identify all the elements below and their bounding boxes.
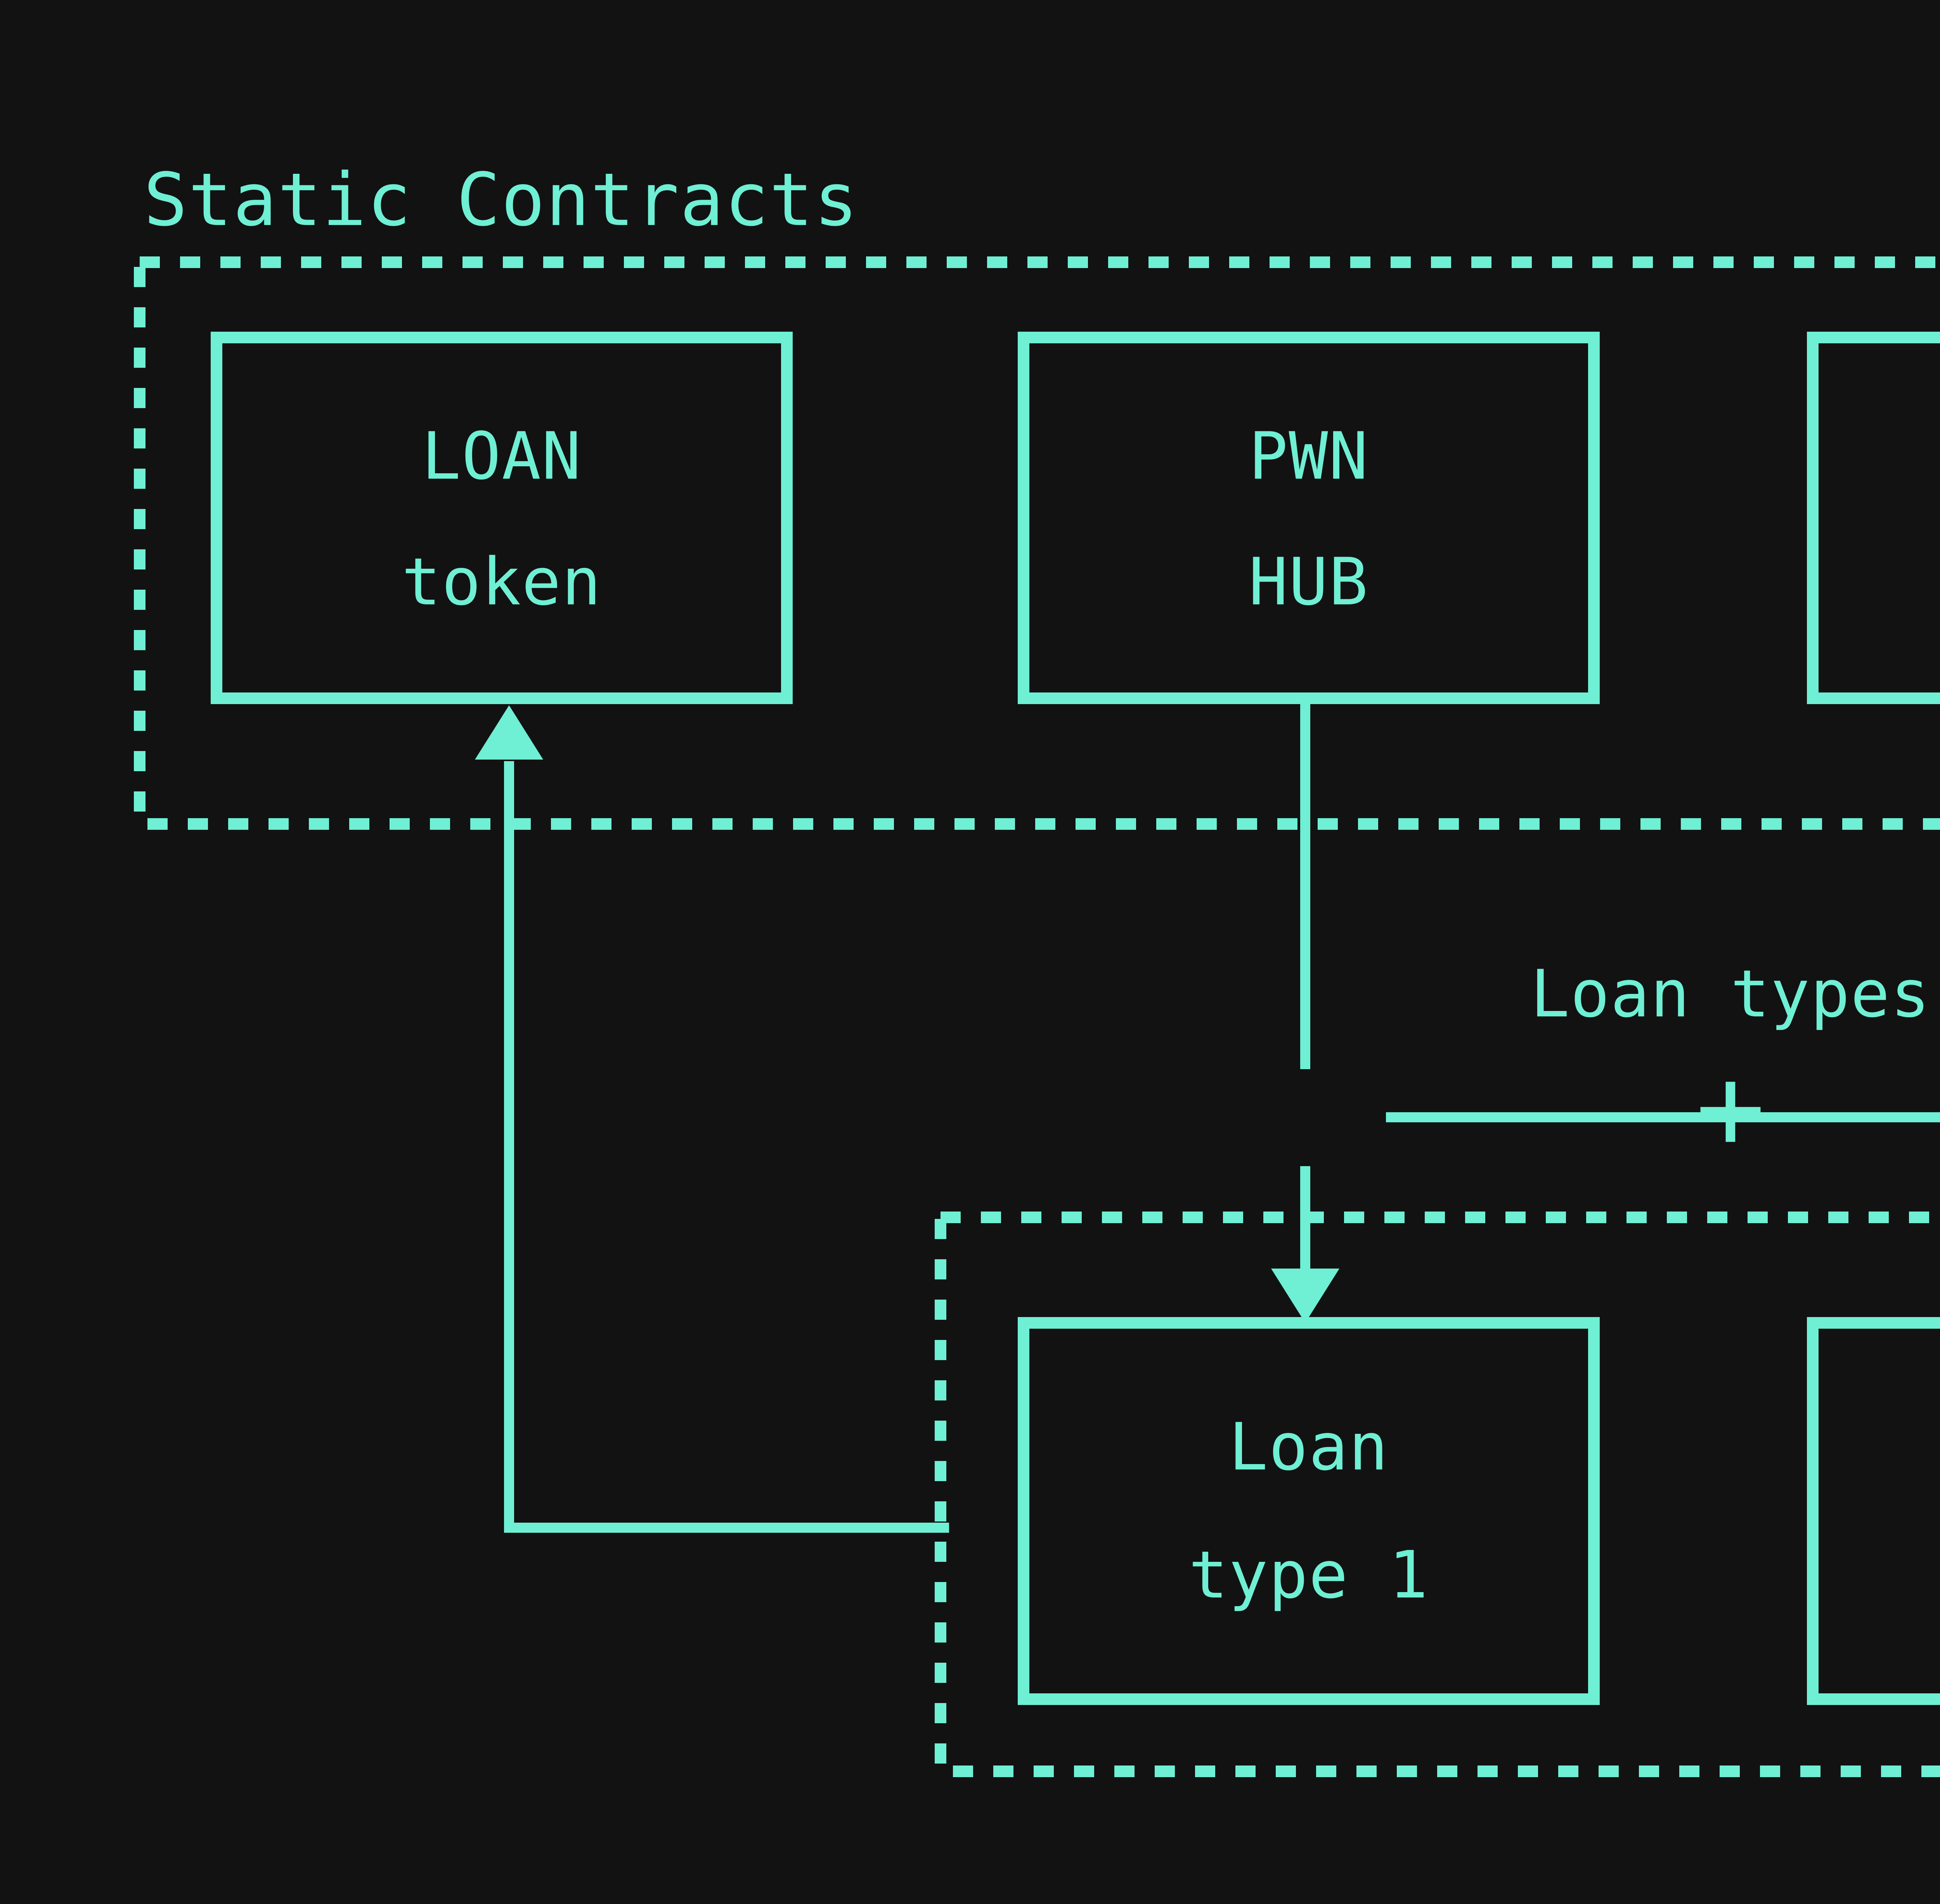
node-pwn-hub-box	[1018, 332, 1600, 704]
arrowhead-loan-token	[475, 705, 543, 760]
node-loan-type-n-box	[1807, 1317, 1940, 1705]
group-title-static-contracts: Static Contracts	[144, 158, 859, 242]
group-container-static-contracts	[134, 256, 1940, 830]
node-loan-type-1[interactable]: Loan type 1	[1018, 1317, 1600, 1705]
node-loan-token-line2: token	[402, 544, 602, 620]
node-pwn-hub-line2: HUB	[1249, 544, 1368, 620]
node-loan-type-n[interactable]: Loan type n	[1807, 1317, 1940, 1705]
node-loan-type-1-line2: type 1	[1189, 1537, 1429, 1613]
node-loan-type-1-box	[1018, 1317, 1600, 1705]
node-pwn-config[interactable]: PWN CONFIG	[1807, 332, 1940, 704]
node-loan-token-line1: LOAN	[422, 418, 582, 494]
plus-operator-icon: +	[1696, 1040, 1766, 1176]
node-loan-token[interactable]: LOAN token	[211, 332, 793, 704]
arrowhead-loan-type-1	[1271, 1269, 1339, 1323]
group-container-loan-types	[935, 1212, 1940, 1777]
plus-glyph-backdrop	[1223, 1069, 1386, 1166]
edge-label-loan-types: Loan types	[1530, 956, 1930, 1032]
node-pwn-hub[interactable]: PWN HUB	[1018, 332, 1600, 704]
node-pwn-hub-line1: PWN	[1249, 418, 1368, 494]
node-pwn-config-box	[1807, 332, 1940, 704]
node-loan-token-box	[211, 332, 793, 704]
node-loan-type-1-line1: Loan	[1229, 1409, 1389, 1485]
edge-loan-types-to-loan-token	[504, 761, 949, 1533]
